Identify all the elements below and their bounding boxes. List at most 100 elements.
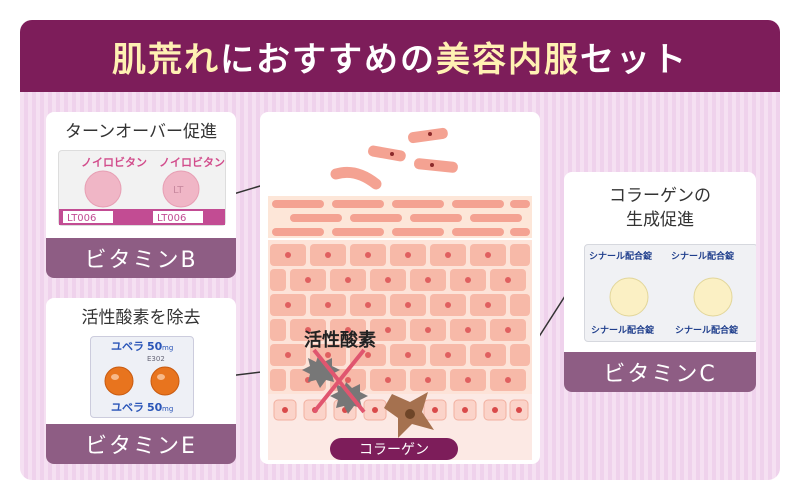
epidermis-cell-nucleus — [465, 277, 471, 283]
flaking-cell-nucleus — [428, 132, 432, 136]
epidermis-cell-nucleus — [345, 377, 351, 383]
vitamin-c-pack-bottom-1: シナール配合錠 — [591, 324, 655, 336]
vitamin-c-benefit-label-1: コラーゲンの — [609, 186, 711, 206]
collagen-label-pill — [330, 438, 458, 460]
epidermis-cell-nucleus — [365, 352, 371, 358]
vitamin-c-pack-bottom-2: シナール配合錠 — [675, 324, 739, 336]
vitamin-e-card: 活性酸素を除去 ユベラ 50 mg E302 ユベラ 50 mg ビタミンE — [46, 298, 236, 464]
epidermis-cell-nucleus — [345, 277, 351, 283]
epidermis-cell-nucleus — [345, 327, 351, 333]
peeling-layer — [330, 166, 382, 190]
vitamin-b-benefit-label: ターンオーバー促進 — [65, 122, 217, 142]
vitamin-e-capsule-1 — [104, 366, 134, 396]
free-radical-icon — [302, 348, 368, 414]
epidermis-cell-nucleus — [285, 302, 291, 308]
free-radical-label: 活性酸素 — [304, 329, 376, 351]
flaking-cell — [368, 145, 406, 162]
epidermis-cell-nucleus — [365, 302, 371, 308]
epidermis-cell-nucleus — [285, 252, 291, 258]
epidermis-cell-nucleus — [445, 352, 451, 358]
infographic-frame: 肌荒れにおすすめの美容内服セット ターンオーバー促進 ノイロビタン ノイロビタン… — [20, 20, 780, 480]
stratum-corneum-cells — [272, 200, 530, 236]
fibroblast-nucleus — [405, 409, 415, 419]
vitamin-b-pack-name-2: ノイロビタン — [159, 155, 225, 169]
vitamin-c-pill-1 — [609, 277, 649, 317]
epidermis-cell-nucleus — [405, 302, 411, 308]
vitamin-e-pack-art: ユベラ 50 mg E302 ユベラ 50 mg — [104, 340, 180, 414]
epidermis-cell-nucleus — [485, 252, 491, 258]
flaking-cell-nucleus — [390, 152, 394, 156]
vitamin-c-pack-top-2: シナール配合錠 — [671, 250, 735, 262]
epidermis-cell-nucleus — [485, 352, 491, 358]
vitamin-b-pill-1 — [84, 170, 122, 208]
epidermis-cell-nucleus — [425, 377, 431, 383]
epidermis-cell-nucleus — [325, 252, 331, 258]
epidermis-cell — [510, 244, 530, 266]
vitamin-c-card: コラーゲンの 生成促進 シナール配合錠 シナール配合錠 シナール配合錠 シナール… — [564, 172, 756, 392]
vitamin-c-badge: ビタミンC — [564, 352, 756, 392]
vitamin-b-code-box-2 — [153, 211, 203, 223]
epidermis-cell-nucleus — [505, 327, 511, 333]
title-highlight-1: 肌荒れ — [112, 39, 220, 80]
title-highlight-2: 美容内服 — [436, 39, 580, 80]
vitamin-e-code: E302 — [147, 355, 165, 363]
vitamin-e-capsule-shine-1 — [111, 374, 119, 380]
vitamin-b-code-box-1 — [63, 211, 113, 223]
epidermis-cell-nucleus — [405, 352, 411, 358]
epidermis-cell — [510, 344, 530, 366]
vitamin-e-dose-1: 50 — [147, 340, 163, 353]
vitamin-b-badge: ビタミンB — [46, 238, 236, 278]
skin-diagram-card: 活性酸素 コラーゲン — [260, 112, 540, 464]
vitamin-e-unit-2: mg — [162, 405, 173, 413]
epidermis-cell-nucleus — [385, 327, 391, 333]
epidermis-cell-nucleus — [485, 302, 491, 308]
epidermis-cell-nucleus — [305, 327, 311, 333]
vitamin-b-pill-mark: LT — [173, 185, 184, 196]
vitamin-b-pack-art: ノイロビタン ノイロビタン LT LT006 LT006 — [59, 155, 225, 225]
vitamin-e-unit-1: mg — [162, 344, 173, 352]
vitamin-b-card: ターンオーバー促進 ノイロビタン ノイロビタン LT LT006 LT006 ビ… — [46, 112, 236, 278]
vitamin-e-capsule-shine-2 — [157, 374, 165, 380]
epidermis-cell-nucleus — [385, 377, 391, 383]
epidermis-cell — [270, 319, 286, 341]
epidermis-cell-nucleus — [385, 277, 391, 283]
vitamin-c-benefit-label-2: 生成促進 — [626, 210, 694, 230]
epidermis-cell-nucleus — [365, 252, 371, 258]
epidermis-cell-nucleus — [505, 377, 511, 383]
vitamin-b-code-1: LT006 — [67, 213, 96, 224]
epidermis-cell-nucleus — [465, 327, 471, 333]
title-bar: 肌荒れにおすすめの美容内服セット — [20, 20, 780, 92]
vitamin-e-capsule-2 — [150, 366, 180, 396]
vitamin-c-pack-top: シナール配合錠 — [589, 250, 653, 262]
flaking-cell — [408, 127, 448, 144]
vitamin-e-brand-2: ユベラ — [111, 401, 144, 414]
epidermis-cell-nucleus — [445, 252, 451, 258]
vitamin-b-pill-2 — [162, 170, 200, 208]
vitamin-b-blister-pack: ノイロビタン ノイロビタン LT LT006 LT006 — [58, 150, 226, 226]
epidermis-cell — [270, 369, 286, 391]
epidermis-cell-nucleus — [425, 277, 431, 283]
collagen-label: コラーゲン — [359, 442, 429, 458]
skin-diagram: 活性酸素 コラーゲン — [268, 127, 532, 460]
flaking-cell-nucleus — [430, 163, 434, 167]
epidermis-cell-nucleus — [505, 277, 511, 283]
vitamin-c-pill-2 — [693, 277, 733, 317]
vitamin-e-brand-1: ユベラ — [111, 340, 144, 353]
epidermis-cell — [270, 269, 286, 291]
epidermis-cell-nucleus — [405, 252, 411, 258]
epidermis-cells — [268, 240, 532, 394]
vitamin-e-blister-pack: ユベラ 50 mg E302 ユベラ 50 mg — [90, 336, 194, 418]
epidermis-cell-nucleus — [285, 352, 291, 358]
vitamin-c-pack-art: シナール配合錠 シナール配合錠 シナール配合錠 シナール配合錠 — [589, 250, 739, 336]
vitamin-e-badge: ビタミンE — [46, 424, 236, 464]
title-text-2: セット — [580, 39, 688, 80]
vitamin-b-pack-name-1: ノイロビタン — [81, 155, 147, 169]
epidermis-cell-nucleus — [445, 302, 451, 308]
epidermis-cell-nucleus — [465, 377, 471, 383]
epidermis-cell — [510, 294, 530, 316]
vitamin-e-benefit-label: 活性酸素を除去 — [81, 308, 201, 328]
flaking-cell — [413, 158, 458, 173]
title-text-1: におすすめの — [220, 39, 436, 80]
epidermis-cell-nucleus — [325, 302, 331, 308]
vitamin-b-code-2: LT006 — [157, 213, 186, 224]
